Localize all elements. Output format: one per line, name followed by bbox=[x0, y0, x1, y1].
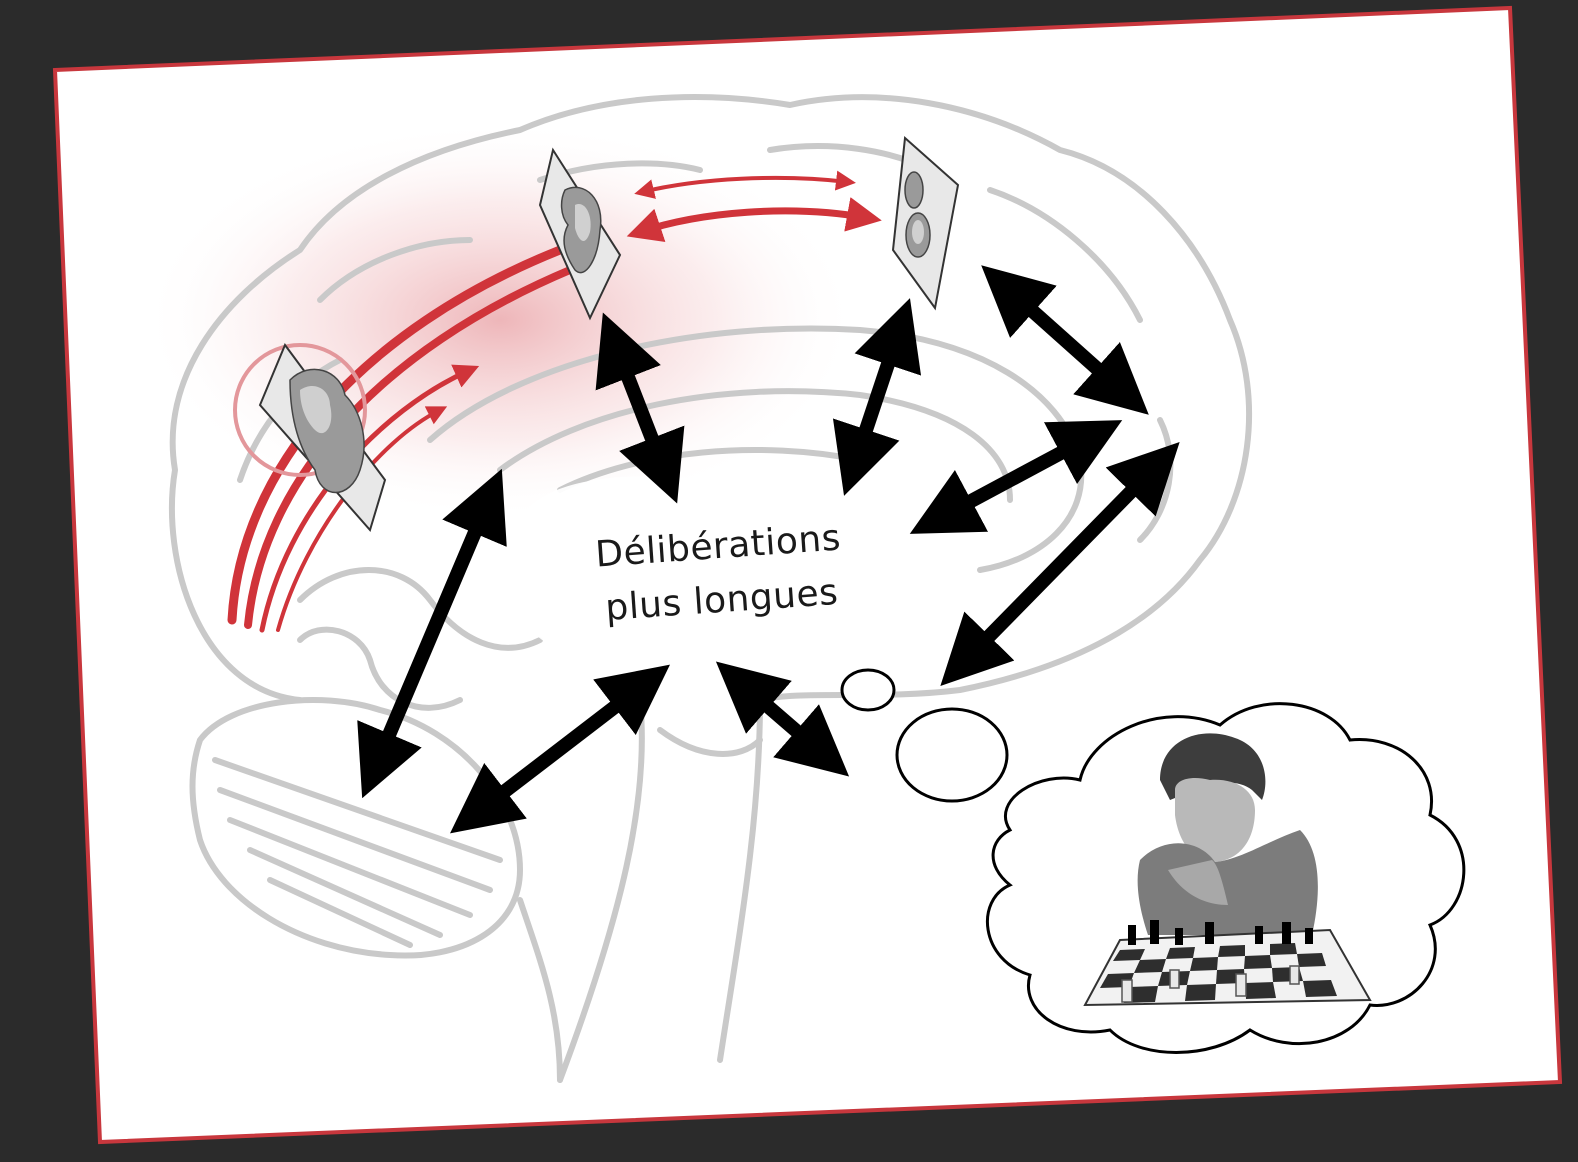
frontal-highlight-ring bbox=[233, 343, 367, 477]
label-backdrop bbox=[510, 476, 905, 659]
double-arrow-icon bbox=[357, 468, 507, 799]
double-arrow-icon bbox=[715, 661, 850, 777]
double-arrow-icon bbox=[981, 265, 1149, 415]
chess-player-icon bbox=[1137, 733, 1318, 935]
brain-slice-icon bbox=[891, 135, 960, 311]
chessboard-icon bbox=[1083, 920, 1372, 1007]
brain-slice-icon bbox=[538, 147, 622, 321]
red-arrows-between-slices bbox=[626, 170, 882, 242]
double-arrow-icon bbox=[595, 312, 685, 504]
double-arrow-icon bbox=[832, 298, 922, 496]
connection-arrows bbox=[357, 265, 1180, 834]
double-arrow-icon bbox=[940, 442, 1180, 686]
double-arrow-icon bbox=[450, 664, 670, 834]
